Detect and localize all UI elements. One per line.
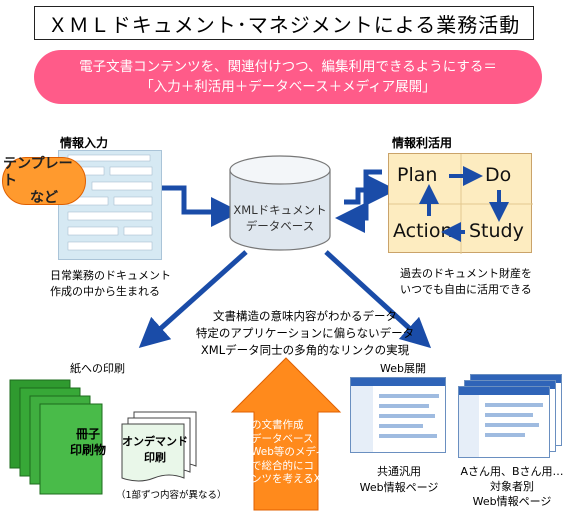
ondemand-note: （1部ずつ内容が異なる）	[116, 490, 227, 501]
feature-3: XMLデータ同士の多角的なリンクの実現	[200, 343, 410, 357]
xml-features: 文書構造の意味内容がわかるデータ 特定のアプリケーションに偏らないデータ XML…	[190, 308, 420, 359]
arrow-db-to-use	[344, 175, 397, 205]
database-line-2: データベース	[245, 219, 315, 233]
banner-line-2: 「入力＋利活用＋データベース＋メディア展開」	[140, 79, 436, 95]
common-web-page	[350, 377, 446, 453]
booklet-line-2: 印刷物	[69, 443, 106, 457]
pdsa-do: Do	[485, 164, 512, 186]
arrow-db-to-web	[324, 250, 432, 349]
form-lines-overlay	[67, 154, 153, 251]
individual-line-3: Web情報ページ	[472, 495, 552, 508]
individual-line-1: Aさん用、Bさん用…	[460, 465, 564, 478]
input-caption-line-1: 日常業務のドキュメント	[50, 269, 171, 282]
note-line-1: 日常の文書作成	[230, 419, 304, 431]
input-caption-line-2: 作成の中から生まれる	[50, 285, 160, 298]
note-line-5: ンテンツを考えるXML	[230, 473, 336, 485]
input-heading: 情報入力	[60, 136, 109, 150]
arrow-db-to-print	[138, 250, 248, 349]
feature-1: 文書構造の意味内容がわかるデータ	[213, 309, 397, 323]
pdsa-action: Action	[393, 220, 453, 242]
utilization-caption-line-2: いつでも自由に活用できる	[400, 283, 532, 296]
note-line-2: 文書データベース	[230, 432, 314, 445]
ondemand-label: オンデマンド 印刷	[122, 434, 188, 466]
orange-up-arrow	[230, 357, 342, 511]
template-line-1: テンプレート	[3, 155, 73, 189]
ondemand-line-2: 印刷	[144, 451, 166, 464]
database-cylinder	[229, 155, 331, 251]
note-line-3: 紙やWeb等のメディ	[230, 446, 326, 458]
print-illustration	[9, 379, 197, 495]
template-bubble: テンプレート など	[2, 155, 86, 206]
pdsa-plan: Plan	[397, 164, 438, 186]
page-title: ＸＭＬドキュメント･マネジメントによる業務活動	[34, 6, 534, 40]
booklet-line-1: 冊子	[75, 427, 100, 441]
banner-line-1: 電子文書コンテンツを、関連付けつつ、編集利用できるようにする＝	[79, 59, 497, 75]
xml-note: 日常の文書作成 文書データベース 紙やWeb等のメディ アまで総合的にコ ンテン…	[230, 419, 342, 487]
database-label: XMLドキュメント データベース	[222, 202, 338, 234]
pdsa-study: Study	[469, 220, 524, 242]
utilization-caption-line-1: 過去のドキュメント財産を	[400, 267, 532, 280]
common-line-1: 共通汎用	[377, 465, 421, 478]
print-heading: 紙への印刷	[70, 362, 125, 375]
ondemand-line-1: オンデマンド	[122, 435, 188, 448]
individual-web-page-front	[458, 386, 550, 458]
note-line-4: アまで総合的にコ	[230, 459, 314, 472]
individual-line-2: 対象者別	[490, 480, 534, 493]
pdsa-cycle: Plan Do Study Action	[388, 153, 533, 254]
booklet-label: 冊子 印刷物	[60, 426, 116, 458]
input-caption: 日常業務のドキュメント 作成の中から生まれる	[50, 268, 171, 300]
utilization-heading: 情報利活用	[392, 136, 453, 150]
arrow-use-to-db	[335, 169, 382, 233]
pdsa-arrows	[389, 154, 533, 254]
individual-web-label: Aさん用、Bさん用… 対象者別 Web情報ページ	[456, 464, 568, 509]
web-heading: Web展開	[380, 362, 426, 375]
summary-banner: 電子文書コンテンツを、関連付けつつ、編集利用できるようにする＝ 「入力＋利活用＋…	[34, 50, 542, 104]
common-line-2: Web情報ページ	[359, 481, 439, 494]
database-line-1: XMLドキュメント	[233, 203, 327, 217]
common-web-label: 共通汎用 Web情報ページ	[354, 464, 444, 496]
feature-2: 特定のアプリケーションに偏らないデータ	[195, 326, 415, 340]
template-line-2: など	[30, 189, 58, 206]
arrow-input-to-db	[160, 185, 241, 227]
utilization-caption: 過去のドキュメント財産を いつでも自由に活用できる	[400, 266, 532, 298]
